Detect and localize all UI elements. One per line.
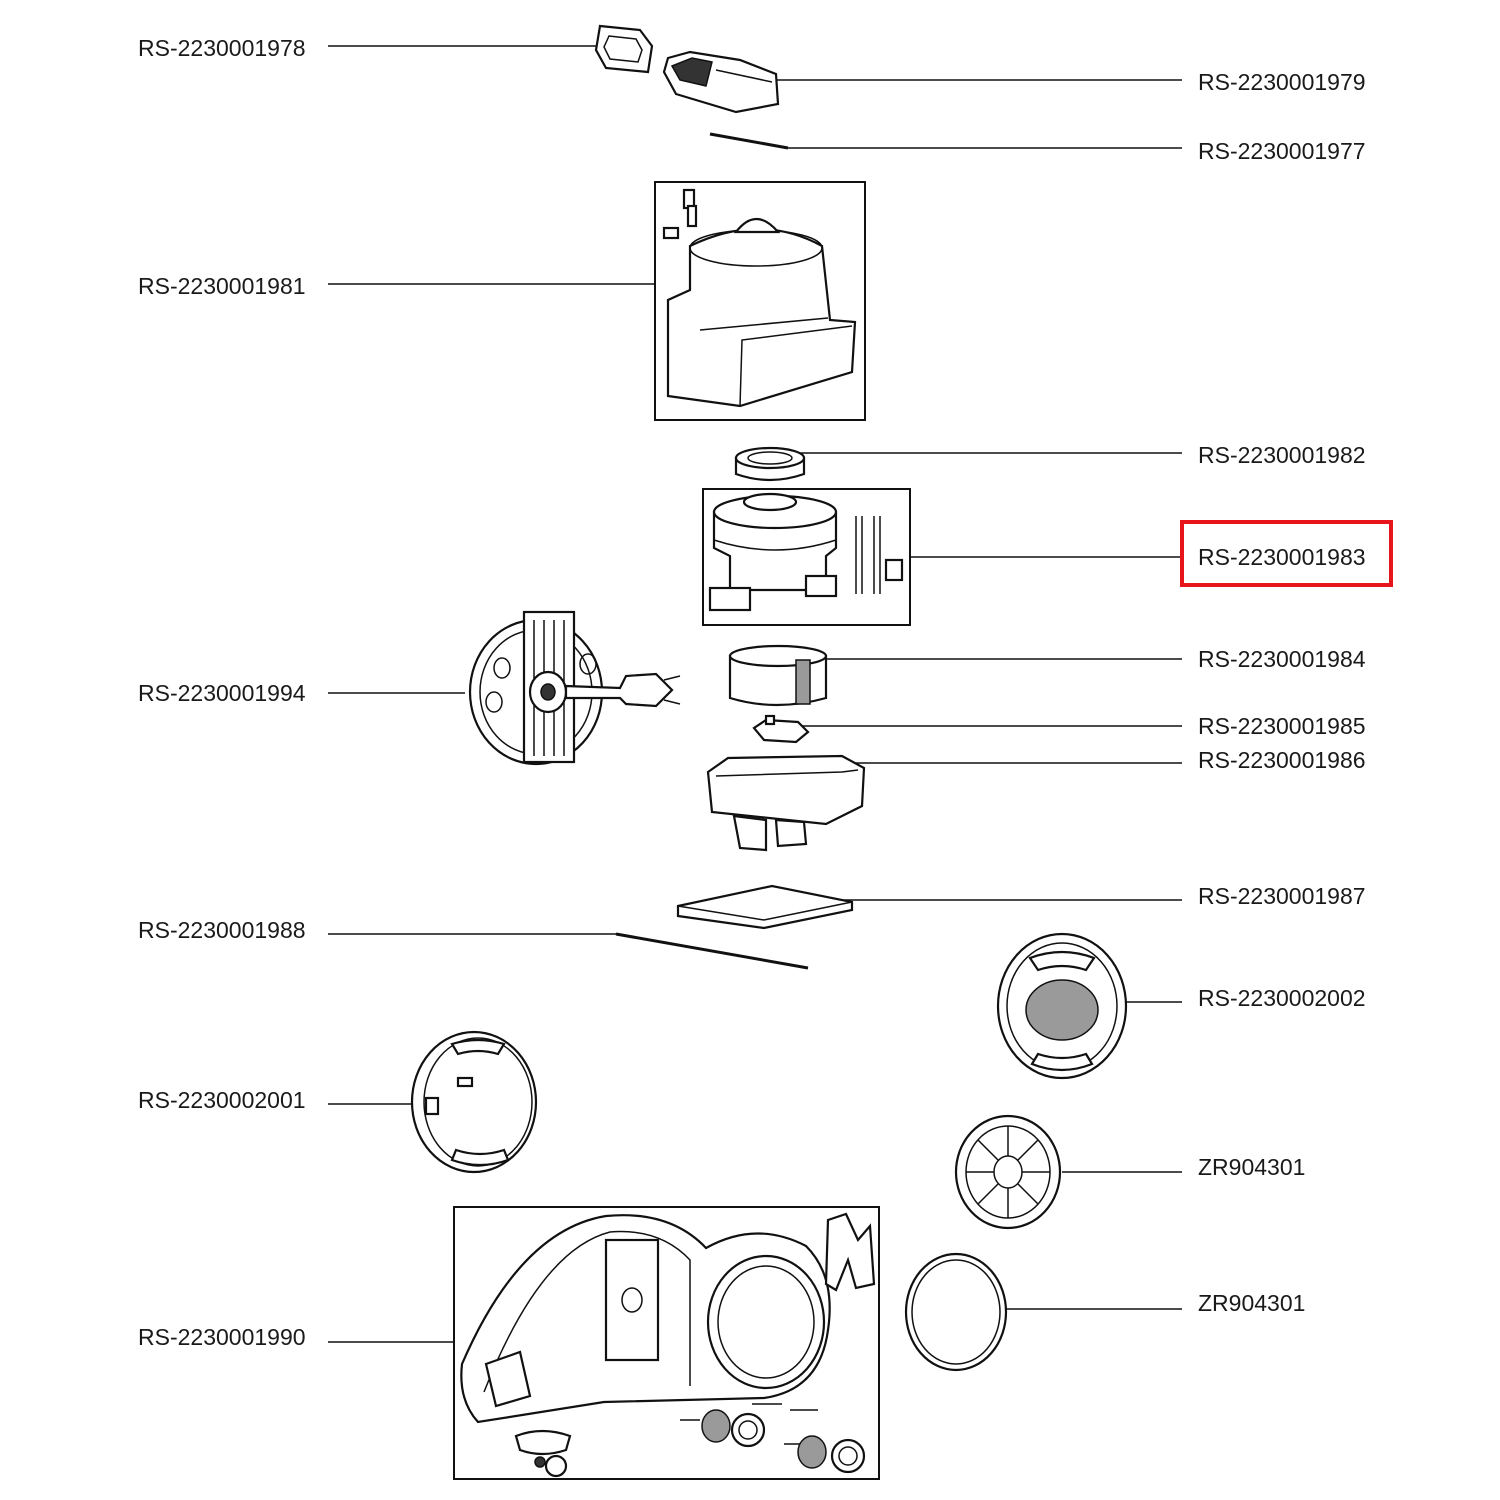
label-rs-2230002002: RS-2230002002 xyxy=(1198,985,1366,1011)
part-1990-main-body xyxy=(460,1212,876,1478)
part-zr904301-filter xyxy=(954,1114,1062,1230)
part-1988-rod xyxy=(615,932,809,970)
label-rs-2230001994: RS-2230001994 xyxy=(138,680,306,706)
label-rs-2230001982: RS-2230001982 xyxy=(1198,442,1366,468)
part-1979-handle-cap xyxy=(662,50,780,114)
label-rs-2230001988: RS-2230001988 xyxy=(138,917,306,943)
label-rs-2230001981: RS-2230001981 xyxy=(138,273,306,299)
label-rs-2230001987: RS-2230001987 xyxy=(1198,883,1366,909)
part-1981-box xyxy=(654,181,866,421)
part-1981-motor-housing xyxy=(662,188,857,408)
part-1986-tray xyxy=(706,754,866,852)
label-rs-2230001984: RS-2230001984 xyxy=(1198,646,1366,672)
label-rs-2230001985: RS-2230001985 xyxy=(1198,713,1366,739)
part-1987-flat-filter xyxy=(676,884,854,930)
label-rs-2230001977: RS-2230001977 xyxy=(1198,138,1366,164)
part-1983-box xyxy=(702,488,911,626)
part-2002-grille-cover xyxy=(996,932,1128,1080)
label-rs-2230001983: RS-2230001983 xyxy=(1198,544,1366,570)
part-zr904301-o-ring xyxy=(904,1252,1008,1372)
part-1994-cord-reel xyxy=(468,610,681,766)
part-2001-back-cover xyxy=(410,1030,538,1174)
label-zr904301-filter: ZR904301 xyxy=(1198,1154,1306,1180)
label-rs-2230001978: RS-2230001978 xyxy=(138,35,306,61)
highlight-frame xyxy=(1180,520,1393,587)
part-1983-motor xyxy=(708,492,904,612)
part-1982-ring xyxy=(734,446,806,482)
label-zr904301-o-ring: ZR904301 xyxy=(1198,1290,1306,1316)
part-1977-rod xyxy=(709,132,789,150)
label-rs-2230001979: RS-2230001979 xyxy=(1198,69,1366,95)
label-rs-2230001990: RS-2230001990 xyxy=(138,1324,306,1350)
part-1990-box xyxy=(453,1206,880,1480)
part-1978-gasket xyxy=(594,24,654,74)
part-1984-sleeve xyxy=(728,644,828,707)
label-rs-2230001986: RS-2230001986 xyxy=(1198,747,1366,773)
leader-lines xyxy=(328,45,1182,1343)
part-1985-nut xyxy=(752,714,810,744)
label-rs-2230002001: RS-2230002001 xyxy=(138,1087,306,1113)
